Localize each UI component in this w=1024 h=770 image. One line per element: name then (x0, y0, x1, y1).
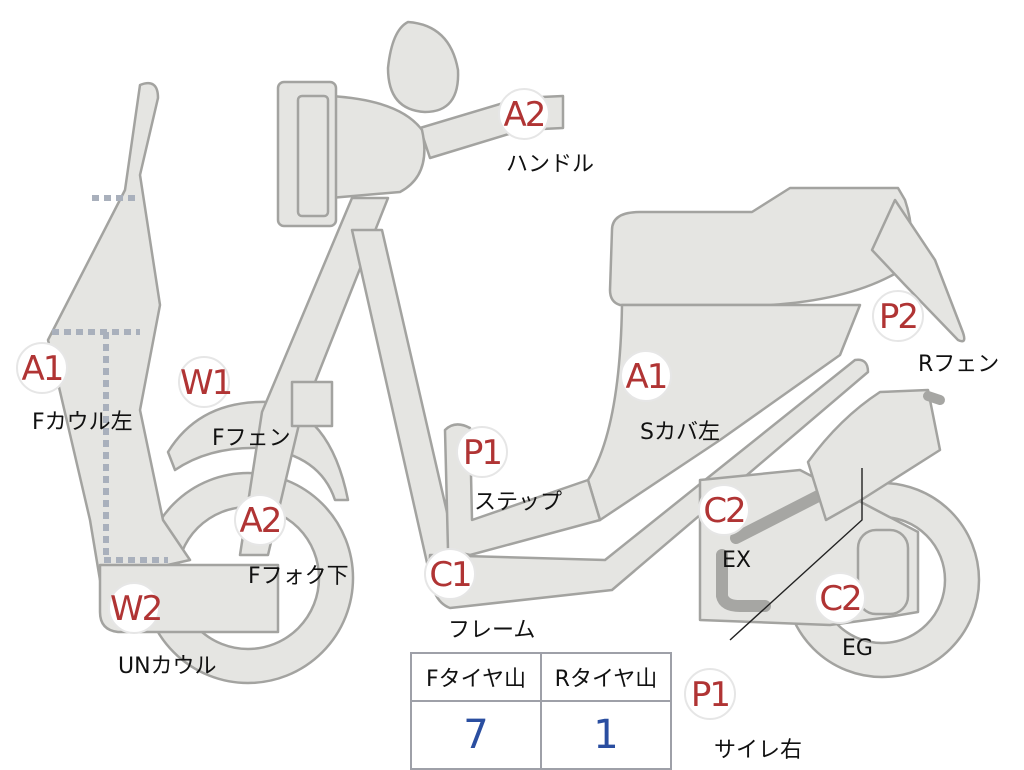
muffler (806, 388, 942, 522)
part-code-badge: P1 (456, 426, 508, 478)
headlight-lens (296, 94, 330, 218)
part-label: Rフェン (918, 352, 1000, 377)
part-label: UNカウル (118, 654, 217, 679)
part-code-badge: P1 (684, 668, 736, 720)
part-code-badge: A1 (620, 350, 672, 402)
front-tire-header: Fタイヤ山 (410, 652, 542, 702)
part-code-badge: C1 (424, 548, 476, 600)
table-header-row: Fタイヤ山 Rタイヤ山 (410, 652, 672, 702)
part-label: Fカウル左 (32, 410, 133, 435)
part-label: EX (722, 548, 751, 573)
tire-tread-table: Fタイヤ山 Rタイヤ山 7 1 (410, 652, 672, 770)
part-label: EG (842, 636, 873, 661)
part-label: ハンドル (506, 152, 595, 177)
part-label: サイレ右 (714, 738, 803, 763)
step-floor (443, 423, 602, 557)
part-code-badge: C2 (814, 572, 866, 624)
rear-shock (856, 528, 910, 616)
rear-tire-value: 1 (540, 700, 672, 770)
part-code-badge: A2 (498, 88, 550, 140)
part-code-badge: A1 (16, 342, 68, 394)
front-fork (238, 196, 390, 557)
headlight-housing (328, 94, 426, 200)
muffler-tip (923, 391, 945, 405)
part-label: ステップ (474, 490, 563, 515)
fork-collar (290, 380, 334, 428)
leader-line (729, 468, 863, 641)
part-label: フレーム (448, 618, 536, 643)
part-code-badge: W1 (178, 356, 233, 408)
part-label: Fフォク下 (248, 564, 349, 589)
part-code-badge: A2 (234, 494, 286, 546)
part-code-badge: P2 (872, 290, 924, 342)
part-label: Fフェン (212, 426, 291, 451)
table-value-row: 7 1 (410, 700, 672, 770)
frame-downtube (350, 228, 460, 578)
part-code-badge: W2 (108, 582, 163, 634)
front-tire-value: 7 (410, 700, 542, 770)
rear-fender (870, 198, 966, 343)
rear-tire-header: Rタイヤ山 (540, 652, 672, 702)
part-label: Sカバ左 (640, 420, 720, 445)
part-code-badge: C2 (698, 484, 750, 536)
seat (608, 186, 913, 307)
mirror (386, 20, 460, 114)
exhaust-pipe (716, 484, 836, 612)
